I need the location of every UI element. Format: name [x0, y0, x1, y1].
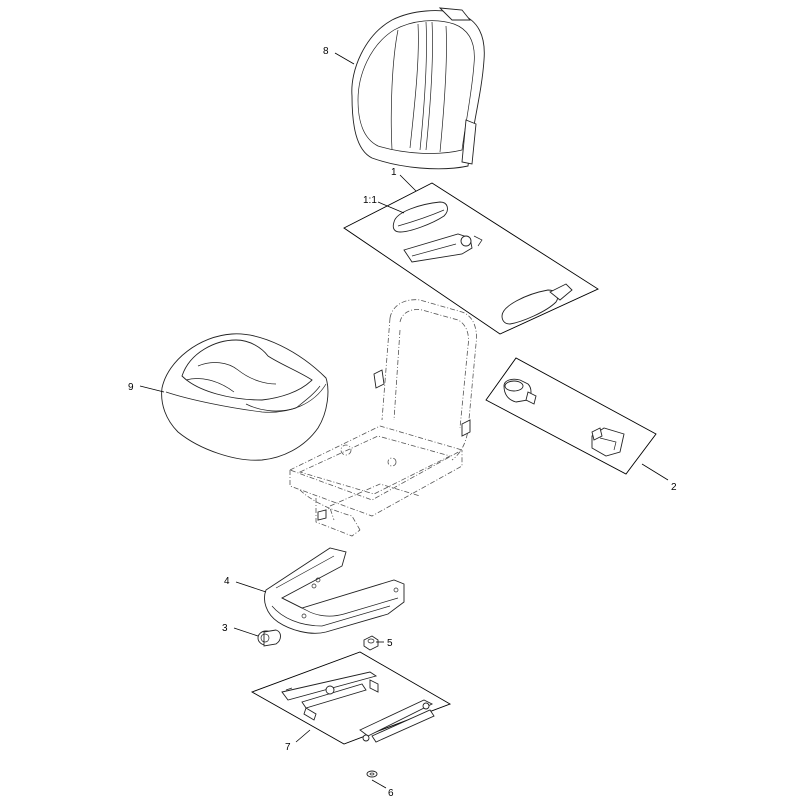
callout-9: 9: [128, 382, 134, 393]
lock-nut: [363, 635, 379, 651]
seat-latch: [591, 427, 625, 457]
callout-labels: 8 1 1:1 9 2 4 3 5 7 6: [128, 46, 677, 799]
armrest-bracket: [403, 233, 483, 263]
slide-rail-right: [359, 699, 435, 743]
armrest-kit-panel: [343, 182, 599, 335]
leader-lines: [139, 52, 669, 789]
armrest-right: [501, 283, 573, 325]
adjust-knob: [257, 629, 281, 647]
callout-4: 4: [224, 576, 230, 587]
mounting-bracket: [264, 547, 405, 634]
callout-5: 5: [387, 638, 393, 649]
callout-3: 3: [222, 623, 228, 634]
callout-8: 8: [323, 46, 329, 57]
washer: [366, 770, 378, 778]
slide-rail-left: [281, 671, 379, 721]
armrest-pad: [392, 201, 448, 233]
lumbar-knob: [503, 378, 537, 405]
callout-7: 7: [285, 742, 291, 753]
backrest-cushion: [351, 7, 485, 170]
callout-6: 6: [388, 788, 394, 799]
callout-1-1: 1:1: [363, 195, 377, 206]
seat-cushion: [161, 333, 329, 461]
slide-rail-panel: [250, 651, 452, 745]
callout-1: 1: [391, 167, 397, 178]
seat-frame: [288, 299, 477, 537]
latch-kit-panel: [485, 357, 657, 475]
callout-2: 2: [671, 482, 677, 493]
